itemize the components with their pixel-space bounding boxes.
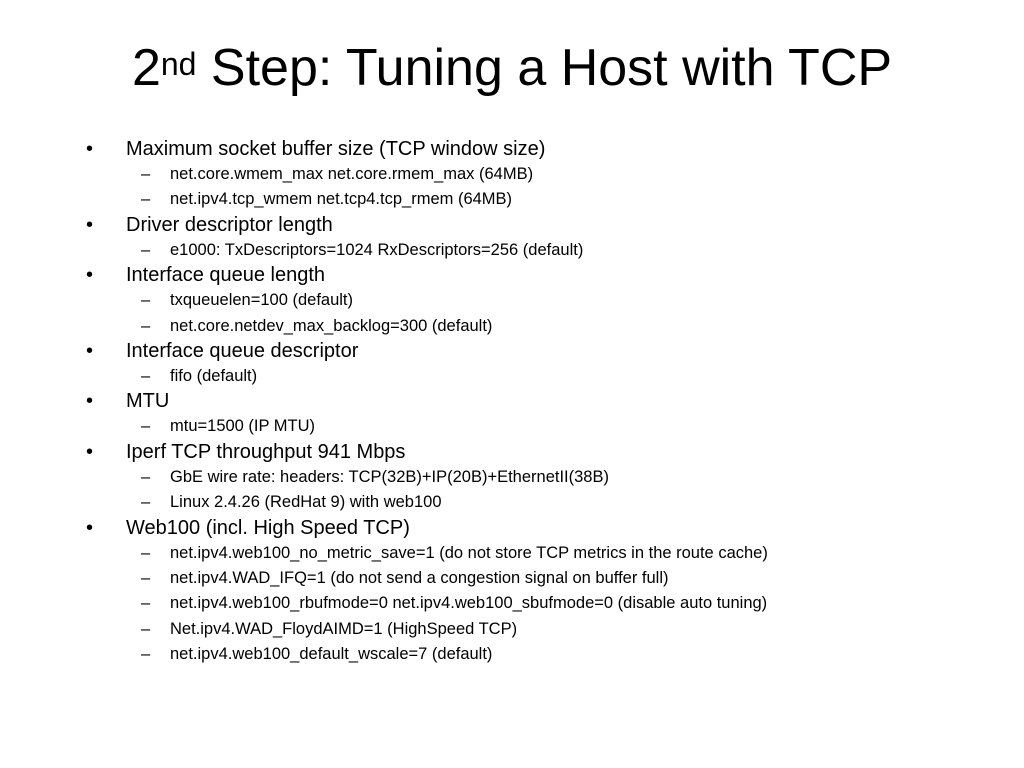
sub-marker: – bbox=[141, 645, 151, 664]
bullet-marker: • bbox=[86, 138, 94, 160]
sub-item: – net.core.netdev_max_backlog=300 (defau… bbox=[86, 314, 996, 339]
bullet-list: • Maximum socket buffer size (TCP window… bbox=[86, 137, 996, 668]
sub-marker: – bbox=[141, 367, 151, 386]
sub-item: – Net.ipv4.WAD_FloydAIMD=1 (HighSpeed TC… bbox=[86, 617, 996, 642]
sub-marker: – bbox=[141, 165, 151, 183]
bullet-marker: • bbox=[86, 440, 94, 463]
sub-text: GbE wire rate: headers: TCP(32B)+IP(20B)… bbox=[170, 467, 609, 486]
bullet-item: • Maximum socket buffer size (TCP window… bbox=[86, 137, 996, 162]
sub-text: net.ipv4.web100_no_metric_save=1 (do not… bbox=[170, 543, 768, 562]
sub-marker: – bbox=[141, 291, 151, 310]
bullet-text: Driver descriptor length bbox=[126, 213, 333, 236]
bullet-marker: • bbox=[86, 516, 94, 539]
bullet-marker: • bbox=[86, 390, 94, 413]
sub-item: – net.core.wmem_max net.core.rmem_max (6… bbox=[86, 162, 996, 187]
sub-item: – net.ipv4.web100_default_wscale=7 (defa… bbox=[86, 642, 996, 667]
sub-marker: – bbox=[141, 543, 151, 562]
title-prefix: 2 bbox=[131, 39, 161, 97]
title-rest: Step: Tuning a Host with TCP bbox=[196, 39, 893, 97]
sub-marker: – bbox=[141, 467, 151, 486]
bullet-item: • Web100 (incl. High Speed TCP) bbox=[86, 516, 996, 541]
bullet-item: • Iperf TCP throughput 941 Mbps bbox=[86, 440, 996, 465]
sub-marker: – bbox=[141, 316, 151, 335]
title-superscript: nd bbox=[160, 46, 197, 82]
sub-marker: – bbox=[141, 569, 151, 588]
sub-text: net.ipv4.web100_rbufmode=0 net.ipv4.web1… bbox=[170, 594, 768, 613]
bullet-text: Web100 (incl. High Speed TCP) bbox=[126, 516, 410, 539]
sub-item: – net.ipv4.web100_no_metric_save=1 (do n… bbox=[86, 541, 996, 566]
sub-item: – GbE wire rate: headers: TCP(32B)+IP(20… bbox=[86, 465, 996, 490]
sub-text: Net.ipv4.WAD_FloydAIMD=1 (HighSpeed TCP) bbox=[170, 619, 518, 638]
sub-text: Linux 2.4.26 (RedHat 9) with web100 bbox=[170, 493, 442, 512]
bullet-text: Iperf TCP throughput 941 Mbps bbox=[126, 440, 406, 463]
sub-text: net.ipv4.WAD_IFQ=1 (do not send a conges… bbox=[170, 569, 669, 588]
sub-item: – mtu=1500 (IP MTU) bbox=[86, 414, 996, 439]
bullet-text: Maximum socket buffer size (TCP window s… bbox=[126, 138, 546, 160]
bullet-item: • Interface queue length bbox=[86, 263, 996, 288]
sub-marker: – bbox=[141, 493, 151, 512]
sub-text: net.ipv4.tcp_wmem net.tcp4.tcp_rmem (64M… bbox=[170, 190, 513, 209]
sub-item: – net.ipv4.web100_rbufmode=0 net.ipv4.we… bbox=[86, 591, 996, 616]
bullet-text: Interface queue descriptor bbox=[126, 340, 359, 363]
sub-text: net.core.wmem_max net.core.rmem_max (64M… bbox=[170, 165, 534, 183]
sub-text: mtu=1500 (IP MTU) bbox=[170, 417, 316, 436]
bullet-marker: • bbox=[86, 340, 94, 363]
sub-marker: – bbox=[141, 619, 151, 638]
bullet-item: • Interface queue descriptor bbox=[86, 339, 996, 364]
sub-item: – net.ipv4.tcp_wmem net.tcp4.tcp_rmem (6… bbox=[86, 187, 996, 212]
sub-item: – fifo (default) bbox=[86, 364, 996, 389]
sub-item: – txqueuelen=100 (default) bbox=[86, 288, 996, 313]
sub-item: – e1000: TxDescriptors=1024 RxDescriptor… bbox=[86, 238, 996, 263]
bullet-item: • Driver descriptor length bbox=[86, 213, 996, 238]
sub-text: net.ipv4.web100_default_wscale=7 (defaul… bbox=[170, 645, 493, 664]
sub-text: net.core.netdev_max_backlog=300 (default… bbox=[170, 316, 493, 335]
sub-text: txqueuelen=100 (default) bbox=[170, 291, 354, 310]
sub-text: e1000: TxDescriptors=1024 RxDescriptors=… bbox=[170, 240, 584, 259]
sub-marker: – bbox=[141, 190, 151, 209]
bullet-marker: • bbox=[86, 264, 94, 287]
bullet-item: • MTU bbox=[86, 389, 996, 414]
sub-marker: – bbox=[141, 594, 151, 613]
sub-marker: – bbox=[141, 240, 151, 259]
slide-title: 2nd Step: Tuning a Host with TCP bbox=[0, 30, 1024, 106]
sub-item: – Linux 2.4.26 (RedHat 9) with web100 bbox=[86, 490, 996, 515]
bullet-text: Interface queue length bbox=[126, 264, 326, 287]
bullet-marker: • bbox=[86, 213, 94, 236]
sub-text: fifo (default) bbox=[170, 367, 258, 386]
sub-marker: – bbox=[141, 417, 151, 436]
bullet-text: MTU bbox=[126, 390, 170, 413]
sub-item: – net.ipv4.WAD_IFQ=1 (do not send a cong… bbox=[86, 566, 996, 591]
